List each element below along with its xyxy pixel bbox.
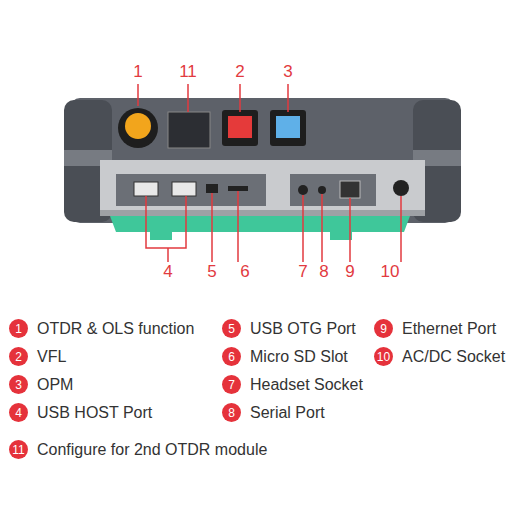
otdr-connector <box>118 108 158 148</box>
otdr-cap <box>125 113 151 139</box>
number-badge: 9 <box>374 319 393 338</box>
number-badge: 2 <box>9 347 28 366</box>
number-badge: 7 <box>222 375 241 394</box>
callout-number: 5 <box>207 263 216 281</box>
part-description: OPM <box>37 376 73 394</box>
part-description: USB HOST Port <box>37 404 152 422</box>
legend-item: 11 Configure for 2nd OTDR module <box>9 440 267 459</box>
callout-number: 9 <box>345 263 354 281</box>
part-description: AC/DC Socket <box>402 348 505 366</box>
usb-host-port <box>134 182 158 196</box>
green-stand <box>110 216 410 232</box>
usb-otg-port <box>206 184 218 193</box>
label-plate <box>168 112 210 148</box>
legend-item: 3 OPM <box>9 375 73 394</box>
number-badge: 6 <box>222 347 241 366</box>
part-description: OTDR & OLS function <box>37 320 194 338</box>
callout-number: 3 <box>283 63 292 81</box>
opm-connector <box>270 110 306 146</box>
callout-number: 8 <box>319 263 328 281</box>
panel-edge <box>100 210 425 216</box>
ethernet-port <box>340 181 360 198</box>
stand-foot <box>330 230 352 240</box>
device-body <box>70 98 455 223</box>
part-description: VFL <box>37 348 66 366</box>
legend-item: 7 Headset Socket <box>222 375 363 394</box>
legend-item: 1 OTDR & OLS function <box>9 319 194 338</box>
leader-lines <box>138 84 401 262</box>
callout-number: 7 <box>298 263 307 281</box>
dc-socket <box>393 180 409 196</box>
callout-number: 11 <box>179 63 197 81</box>
number-badge: 11 <box>9 440 28 459</box>
headset-socket <box>298 185 308 195</box>
front-panel <box>100 160 425 212</box>
number-badge: 10 <box>374 347 393 366</box>
number-badge: 5 <box>222 319 241 338</box>
stand-foot <box>150 230 172 240</box>
callout-number: 6 <box>240 263 249 281</box>
legend-item: 8 Serial Port <box>222 403 325 422</box>
part-description: Serial Port <box>250 404 325 422</box>
usb-host-port <box>172 182 196 196</box>
port-recess <box>116 174 266 206</box>
part-description: USB OTG Port <box>250 320 356 338</box>
serial-port <box>318 186 326 194</box>
vfl-connector <box>222 110 258 146</box>
legend-item: 4 USB HOST Port <box>9 403 152 422</box>
number-badge: 8 <box>222 403 241 422</box>
part-description: Micro SD Slot <box>250 348 348 366</box>
legend-item: 5 USB OTG Port <box>222 319 356 338</box>
part-description: Configure for 2nd OTDR module <box>37 441 267 459</box>
number-badge: 3 <box>9 375 28 394</box>
number-badge: 4 <box>9 403 28 422</box>
callout-number: 1 <box>133 63 142 81</box>
opm-cap <box>276 116 300 138</box>
callout-number: 2 <box>235 63 244 81</box>
legend-item: 2 VFL <box>9 347 66 366</box>
callout-number: 4 <box>163 263 172 281</box>
callout-number: 10 <box>381 263 400 281</box>
micro-sd-slot <box>228 186 248 191</box>
legend-item: 6 Micro SD Slot <box>222 347 348 366</box>
legend-item: 10 AC/DC Socket <box>374 347 505 366</box>
part-description: Ethernet Port <box>402 320 496 338</box>
number-badge: 1 <box>9 319 28 338</box>
legend-item: 9 Ethernet Port <box>374 319 496 338</box>
vfl-cap <box>228 116 252 138</box>
part-description: Headset Socket <box>250 376 363 394</box>
